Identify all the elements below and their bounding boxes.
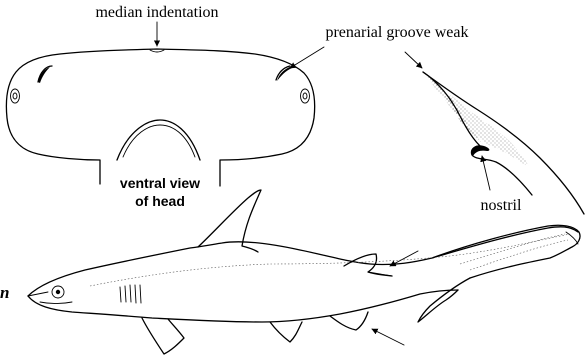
body-ventral-outline	[28, 290, 458, 322]
right-eye-inner	[303, 93, 307, 99]
pelvic-fin	[270, 322, 302, 342]
arrow-second-dorsal	[390, 251, 418, 266]
cephalofoil-outline	[6, 49, 314, 186]
arrow-nostril	[482, 156, 490, 190]
caudal-fin-lower	[418, 278, 470, 322]
prenarial-groove-detail	[423, 72, 584, 214]
mouth	[117, 120, 200, 160]
caudal-notch	[566, 232, 578, 244]
label-median-indentation: median indentation	[95, 4, 218, 21]
eye-pupil	[56, 290, 60, 294]
median-indentation-notch	[150, 50, 164, 52]
pectoral-fin	[142, 318, 184, 354]
label-prenarial-groove: prenarial groove weak	[325, 24, 468, 41]
head-ventral-view	[6, 49, 314, 186]
mouth-line	[40, 302, 72, 304]
arrow-right-nostril	[290, 47, 324, 68]
label-cropped-letter: n	[0, 283, 9, 302]
callout-arrows	[157, 22, 490, 345]
lateral-line	[90, 234, 570, 286]
second-dorsal-trail	[368, 272, 392, 276]
label-nostril: nostril	[481, 197, 522, 214]
shark-lateral-view	[28, 190, 580, 354]
arrow-anal-fin	[372, 329, 404, 345]
right-eye	[301, 89, 310, 103]
label-ventral-view-line1: ventral view	[120, 175, 200, 191]
left-eye-inner	[13, 93, 17, 99]
label-ventral-view-line2: of head	[135, 193, 185, 209]
left-eye	[11, 89, 20, 103]
nostril-opening	[471, 145, 489, 156]
gill-slits	[120, 285, 141, 303]
mouth-inner	[123, 125, 195, 157]
arrow-prenarial-groove	[405, 52, 422, 68]
nostril-lobe	[471, 146, 532, 195]
